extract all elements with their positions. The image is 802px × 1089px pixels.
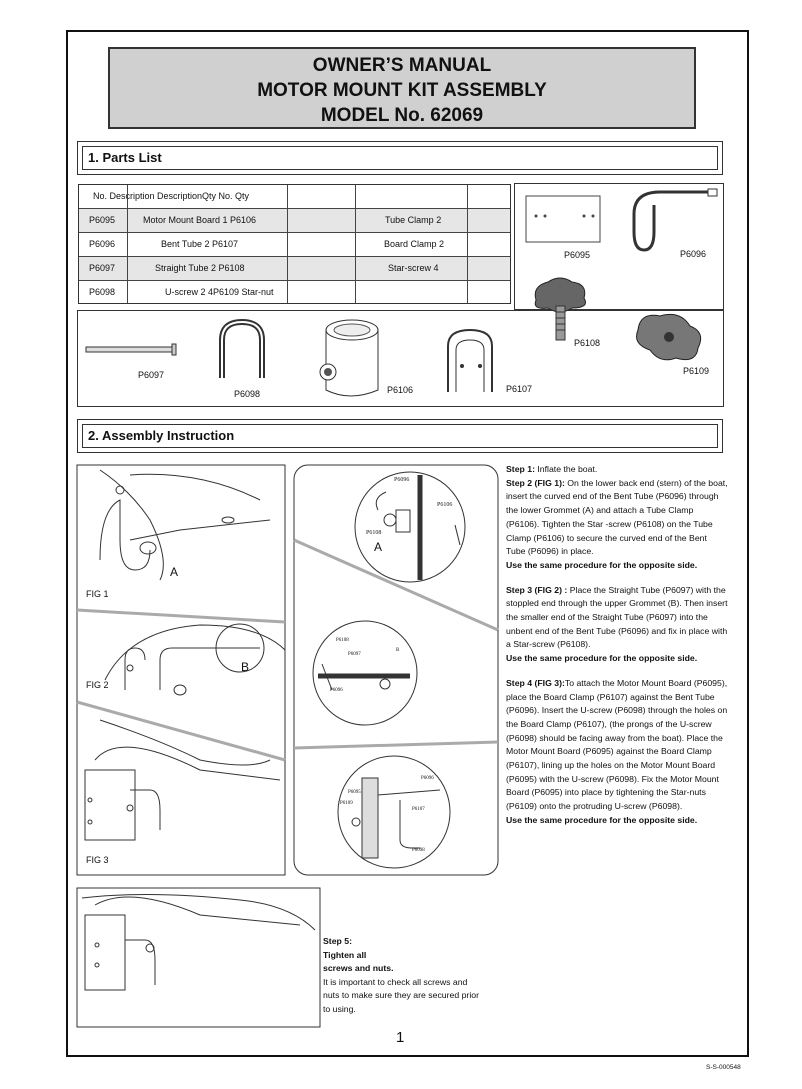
tube-clamp-illustration <box>319 319 379 397</box>
step3-note: Use the same procedure for the opposite … <box>506 653 698 664</box>
part-desc: Bent Tube 2 P6107 <box>161 239 239 249</box>
label-p6106: P6106 <box>387 385 414 395</box>
parts-table: No. Description DescriptionQty No. Qty P… <box>78 184 511 304</box>
table-row: P6097 Straight Tube 2 P6108 Star-screw 4 <box>79 257 510 280</box>
motor-mount-board-illustration <box>525 195 601 243</box>
fig3-sketch <box>84 719 281 841</box>
page-number: 1 <box>396 1029 405 1046</box>
detail-label: P6107 <box>412 807 425 812</box>
grommet-b-label: B <box>241 660 250 674</box>
figure-box-step5 <box>76 887 321 1028</box>
detail-label: P6098 <box>412 848 425 853</box>
figure-box-left <box>76 464 286 876</box>
detail-label: P6097 <box>348 652 361 657</box>
star-screw-illustration <box>534 277 586 341</box>
label-p6108: P6108 <box>574 338 601 348</box>
table-header-row: No. Description DescriptionQty No. Qty <box>79 185 510 208</box>
step2-text: On the lower back end (stern) of the boa… <box>506 477 728 557</box>
page-frame <box>66 30 749 1057</box>
detail-label: P6106 <box>437 502 453 508</box>
detail-label: P6096 <box>330 688 343 693</box>
part-desc: Motor Mount Board 1 P6106 <box>143 215 257 225</box>
title-line-1: OWNER’S MANUAL <box>312 55 492 76</box>
label-p6098: P6098 <box>234 389 261 399</box>
step5-heading: Step 5: <box>323 936 352 946</box>
parts-image-top <box>514 183 724 310</box>
step4-text: To attach the Motor Mount Board (P6095),… <box>506 677 728 812</box>
detail-label: P6096 <box>394 477 410 483</box>
part-desc: U-screw 2 4P6109 Star-nut <box>165 287 274 297</box>
step2-note: Use the same procedure for the opposite … <box>506 559 698 570</box>
part-desc-2: Star-screw 4 <box>388 263 439 273</box>
table-row: P6096 Bent Tube 2 P6107 Board Clamp 2 <box>79 233 510 256</box>
u-screw-illustration <box>219 318 265 378</box>
part-desc-2: Board Clamp 2 <box>384 239 445 249</box>
step5: Step 5: Tighten all screws and nuts. It … <box>323 935 483 1017</box>
detail-label: B <box>396 648 400 653</box>
title-line-2: MOTOR MOUNT KIT ASSEMBLY <box>257 80 547 101</box>
step3-text: Place the Straight Tube (P6097) with the… <box>506 584 728 650</box>
step3-heading: Step 3 (FIG 2) : <box>506 584 568 595</box>
part-no: P6097 <box>89 263 116 273</box>
detail-a-label: A <box>374 540 383 554</box>
board-clamp-illustration <box>447 328 493 392</box>
part-no: P6095 <box>89 215 116 225</box>
part-no: P6098 <box>89 287 116 297</box>
detail-label: P6108 <box>336 638 349 643</box>
bent-tube-illustration <box>632 190 716 252</box>
detail-label: P6096 <box>421 776 434 781</box>
title-line-3: MODEL No. 62069 <box>320 105 484 126</box>
section-title: 1. Parts List <box>82 146 718 170</box>
section-title: 2. Assembly Instruction <box>82 424 718 448</box>
parts-image-bottom <box>77 310 724 407</box>
assembly-steps: Step 1: Inflate the boat. Step 2 (FIG 1)… <box>506 463 728 839</box>
table-row: P6098 U-screw 2 4P6109 Star-nut <box>79 281 510 304</box>
detail1-sketch <box>354 471 466 583</box>
step1-heading: Step 1: <box>506 464 535 474</box>
table-header: No. Description DescriptionQty No. Qty <box>93 191 250 201</box>
document-code: S-S-000548 <box>706 1064 741 1071</box>
grommet-a-label: A <box>170 565 179 579</box>
title-banner: OWNER’S MANUAL MOTOR MOUNT KIT ASSEMBLY … <box>108 47 696 129</box>
step4-heading: Step 4 (FIG 3): <box>506 677 565 688</box>
fig2-label: FIG 2 <box>86 680 109 690</box>
label-p6109: P6109 <box>683 366 710 376</box>
step5-heading-3: screws and nuts. <box>323 963 394 974</box>
straight-tube-illustration <box>85 343 177 356</box>
detail-label: P6095 <box>348 790 361 795</box>
fig2-sketch <box>104 623 286 696</box>
label-p6107: P6107 <box>506 384 533 394</box>
step1-text: Inflate the boat. <box>534 464 598 474</box>
section-assembly: 2. Assembly Instruction <box>77 419 723 453</box>
detail2-sketch <box>312 620 418 726</box>
fig3-label: FIG 3 <box>86 855 109 865</box>
label-p6097: P6097 <box>138 370 165 380</box>
detail3-sketch <box>337 755 451 869</box>
step5-text: It is important to check all screws and … <box>323 976 479 1014</box>
step5-sketch <box>81 893 316 991</box>
detail-label: P6109 <box>340 801 353 806</box>
step2-heading: Step 2 (FIG 1): <box>506 477 565 488</box>
step5-heading-2: Tighten all <box>323 949 367 960</box>
part-no: P6096 <box>89 239 116 249</box>
step4-note: Use the same procedure for the opposite … <box>506 814 698 825</box>
part-desc-2: Tube Clamp 2 <box>385 215 442 225</box>
part-desc: Straight Tube 2 P6108 <box>155 263 245 273</box>
section-parts-list: 1. Parts List <box>77 141 723 175</box>
fig1-label: FIG 1 <box>86 589 109 599</box>
table-row: P6095 Motor Mount Board 1 P6106 Tube Cla… <box>79 209 510 232</box>
label-p6096: P6096 <box>680 249 707 259</box>
detail-label: P6108 <box>366 530 382 536</box>
fig1-sketch <box>99 469 271 581</box>
label-p6095: P6095 <box>564 250 591 260</box>
